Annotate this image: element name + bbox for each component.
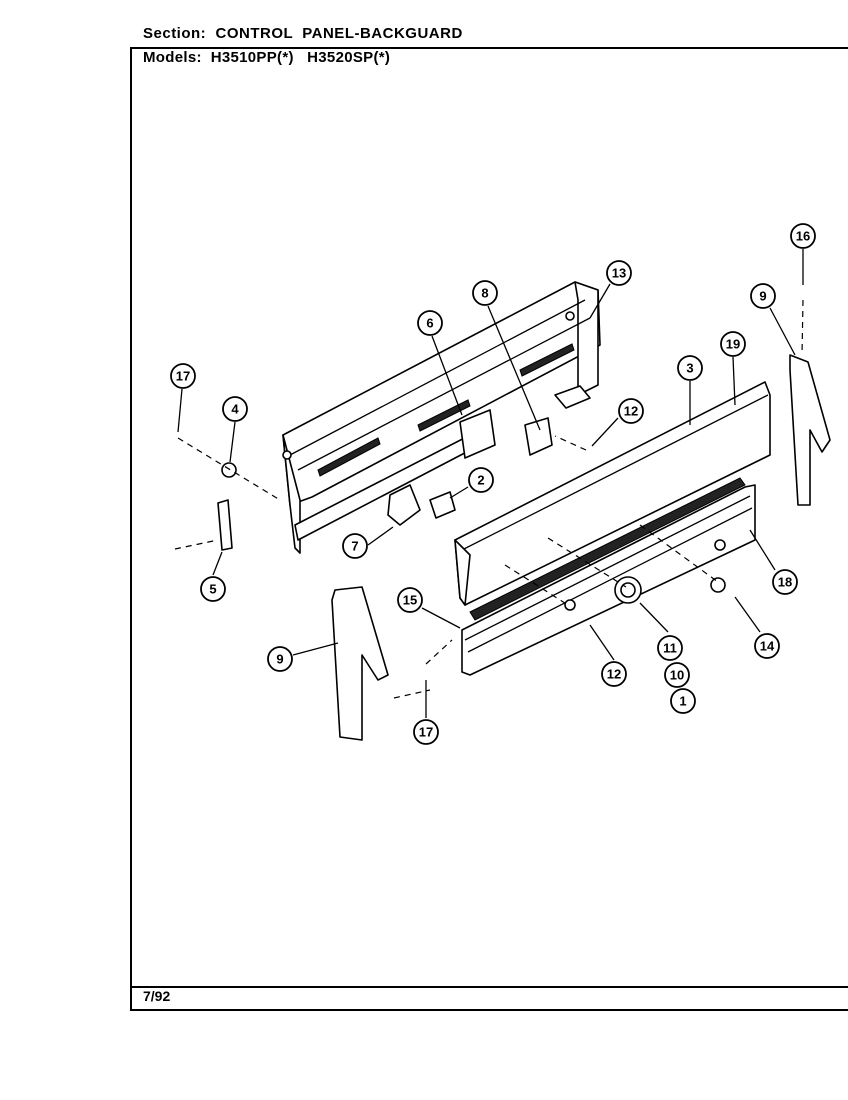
callout-c10: 10 [664,662,690,688]
callout-label: 13 [612,266,626,281]
callout-label: 15 [403,593,417,608]
callout-leaders [177,249,804,718]
callout-label: 8 [481,286,488,301]
callout-c4: 4 [222,396,248,422]
callout-label: 10 [670,668,684,683]
callout-c3: 3 [677,355,703,381]
callout-label: 16 [796,229,810,244]
callout-label: 14 [760,639,775,654]
callout-label: 4 [231,402,239,417]
callout-label: 12 [624,404,638,419]
frame-top-rule [130,47,848,49]
callout-c8: 8 [472,280,498,306]
callout-label: 2 [477,473,484,488]
callout-label: 19 [726,337,740,352]
end-cap-right-part [789,354,831,506]
callout-c15: 15 [397,587,423,613]
callout-c9b: 9 [267,646,293,672]
callout-c13: 13 [606,260,632,286]
models-heading: Models: H3510PP(*) H3520SP(*) [143,49,390,66]
callout-c2: 2 [468,467,494,493]
callout-c7: 7 [342,533,368,559]
footer-date: 7/92 [143,988,171,1004]
assembly-dash-lines [174,299,804,699]
callout-label: 3 [686,361,693,376]
callout-c5: 5 [200,576,226,602]
callout-label: 17 [419,725,433,740]
frame-footer-rule-upper [130,986,848,988]
frame-footer-rule-lower [130,1009,848,1011]
end-cap-left-part [331,586,389,741]
callout-label: 9 [759,289,766,304]
trim-strip-part [461,477,756,676]
callout-c12a: 12 [618,398,644,424]
callout-label: 6 [426,316,433,331]
section-heading: Section: CONTROL PANEL-BACKGUARD [143,25,463,42]
callout-c6: 6 [417,310,443,336]
callout-c12b: 12 [601,661,627,687]
callout-label: 1 [679,694,686,709]
callout-label: 18 [778,575,792,590]
callout-label: 5 [209,582,216,597]
callout-label: 11 [663,641,677,656]
control-panel-part [454,381,771,606]
frame-left-rule [130,47,132,1011]
section-value: CONTROL PANEL-BACKGUARD [215,25,463,42]
callout-c11: 11 [657,635,683,661]
callout-label: 12 [607,667,621,682]
callout-c9a: 9 [750,283,776,309]
callout-c16: 16 [790,223,816,249]
bracket-part [217,499,233,551]
callout-label: 7 [351,539,358,554]
callout-c1: 1 [670,688,696,714]
callout-c17b: 17 [413,719,439,745]
models-value: H3510PP(*) H3520SP(*) [210,49,391,66]
callout-label: 9 [276,652,283,667]
callout-c17a: 17 [170,363,196,389]
callout-c18: 18 [772,569,798,595]
small-parts [221,409,726,611]
callout-label: 17 [176,369,190,384]
section-label: Section: [143,25,207,42]
models-label: Models: [143,49,202,66]
backguard-frame-part [282,281,601,554]
callout-c19: 19 [720,331,746,357]
callout-c14: 14 [754,633,780,659]
